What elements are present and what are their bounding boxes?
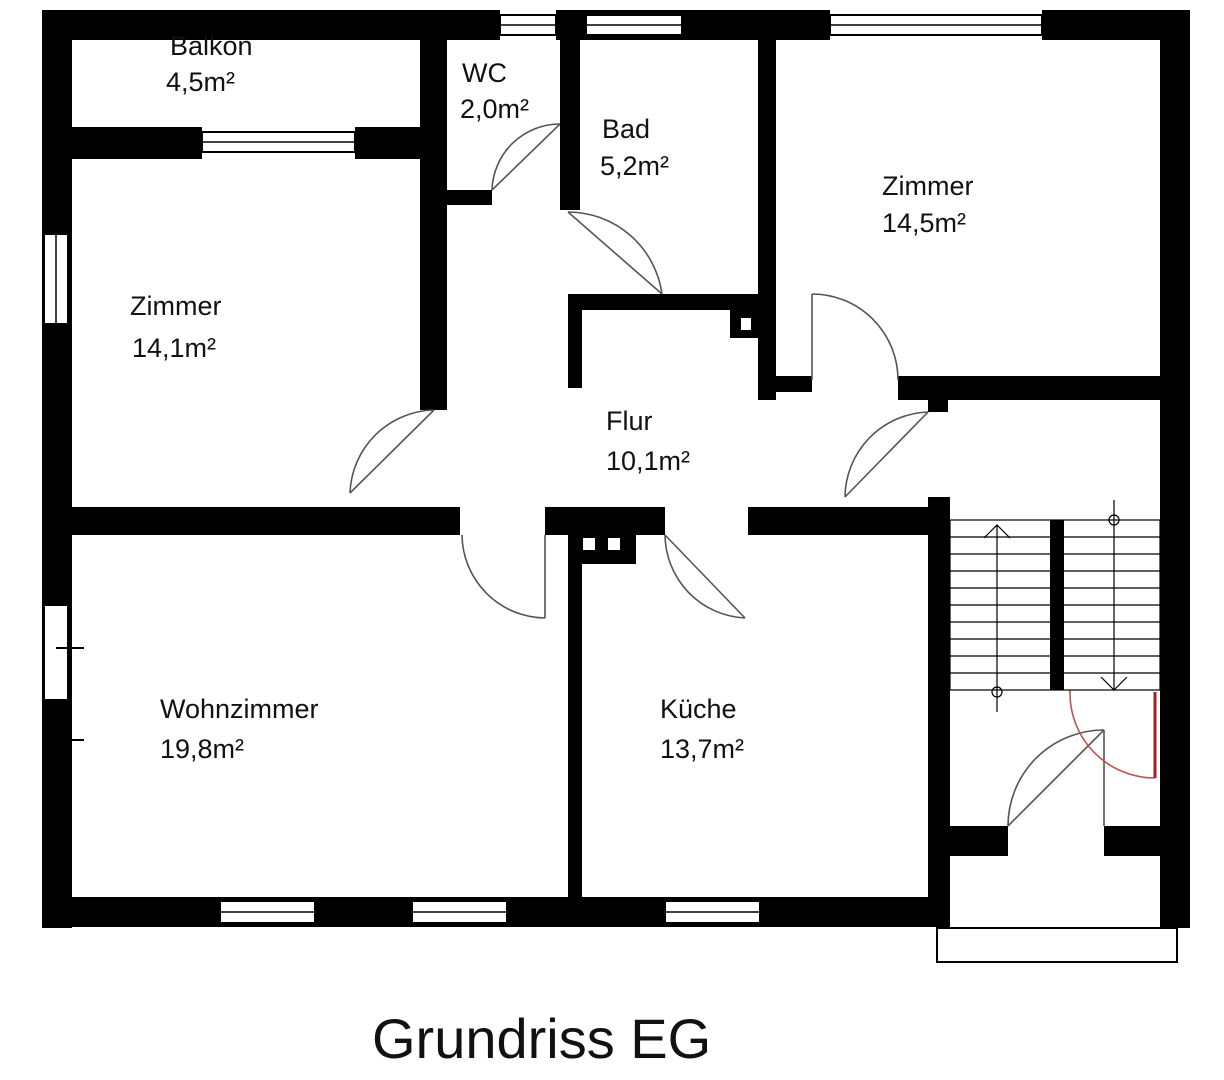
plan-caption: Grundriss EG: [372, 1007, 711, 1070]
windows: [43, 14, 1178, 963]
door-zimmer-right: [811, 293, 899, 381]
interior-walls: [42, 10, 1190, 927]
wall-wc-bottom: [447, 190, 492, 205]
wall-stair-mid: [1050, 520, 1064, 690]
door-kueche: [664, 534, 746, 619]
staircase: [949, 500, 1161, 712]
entry-step: [936, 927, 1178, 963]
doors: [349, 123, 1157, 827]
stair-steps: [950, 536, 1160, 674]
bad-name: Bad: [602, 114, 650, 144]
door-stair-red: [1069, 689, 1156, 779]
shaft-kueche-inner-b: [608, 538, 620, 550]
door-wc: [491, 123, 561, 191]
door-entry: [1007, 729, 1105, 827]
wall-entry-left: [928, 826, 1008, 856]
zimmer-right-area: 14,5m²: [882, 208, 966, 238]
wohnzimmer-name: Wohnzimmer: [160, 694, 319, 724]
shaft-bad-inner: [741, 318, 751, 330]
wall-flur-stub: [568, 294, 582, 388]
balkon-name: Balkon: [170, 31, 253, 61]
wall-zimmer-right-bottom-left: [760, 376, 812, 392]
wohnzimmer-area: 19,8m²: [160, 734, 244, 764]
flur-name: Flur: [606, 406, 653, 436]
room-labels: Balkon 4,5m² WC 2,0m² Bad 5,2m² Zimmer 1…: [130, 31, 973, 764]
kueche-name: Küche: [660, 694, 737, 724]
window-left-wohn: [43, 604, 69, 701]
wall-bad-right: [758, 10, 776, 400]
wall-kueche-right: [928, 497, 950, 927]
door-wohnzimmer: [461, 534, 546, 619]
wc-name: WC: [462, 58, 507, 88]
wall-right: [1160, 10, 1190, 928]
shaft-kueche-inner-a: [583, 538, 595, 550]
wall-balkon-bottom: [42, 127, 202, 159]
flur-area: 10,1m²: [606, 446, 690, 476]
wall-bad-bottom: [568, 294, 768, 310]
wall-wc-bad: [560, 10, 580, 210]
zimmer-right-name: Zimmer: [882, 171, 973, 201]
stair-up-arrow: [983, 524, 1011, 539]
door-zimmer-left: [349, 409, 435, 494]
door-bad: [567, 211, 663, 295]
stair-down-start: [1108, 514, 1120, 526]
door-stair: [844, 411, 929, 498]
wall-kueche-top-right: [748, 507, 948, 535]
wall-stair-stub: [928, 392, 948, 412]
zimmer-left-area: 14,1m²: [132, 333, 216, 363]
zimmer-left-name: Zimmer: [130, 291, 221, 321]
kueche-area: 13,7m²: [660, 734, 744, 764]
wall-entry-right: [1104, 826, 1190, 856]
wall-wohn-kueche: [568, 507, 582, 907]
stair-down-arrow: [1100, 676, 1128, 691]
wall-wohnzimmer-top-left: [42, 507, 460, 535]
wc-area: 2,0m²: [460, 94, 529, 124]
wall-zimmer-left-right: [420, 10, 447, 410]
wall-left: [42, 10, 72, 928]
bad-area: 5,2m²: [600, 151, 669, 181]
stair-up-start: [991, 686, 1003, 698]
balkon-area: 4,5m²: [166, 67, 235, 97]
